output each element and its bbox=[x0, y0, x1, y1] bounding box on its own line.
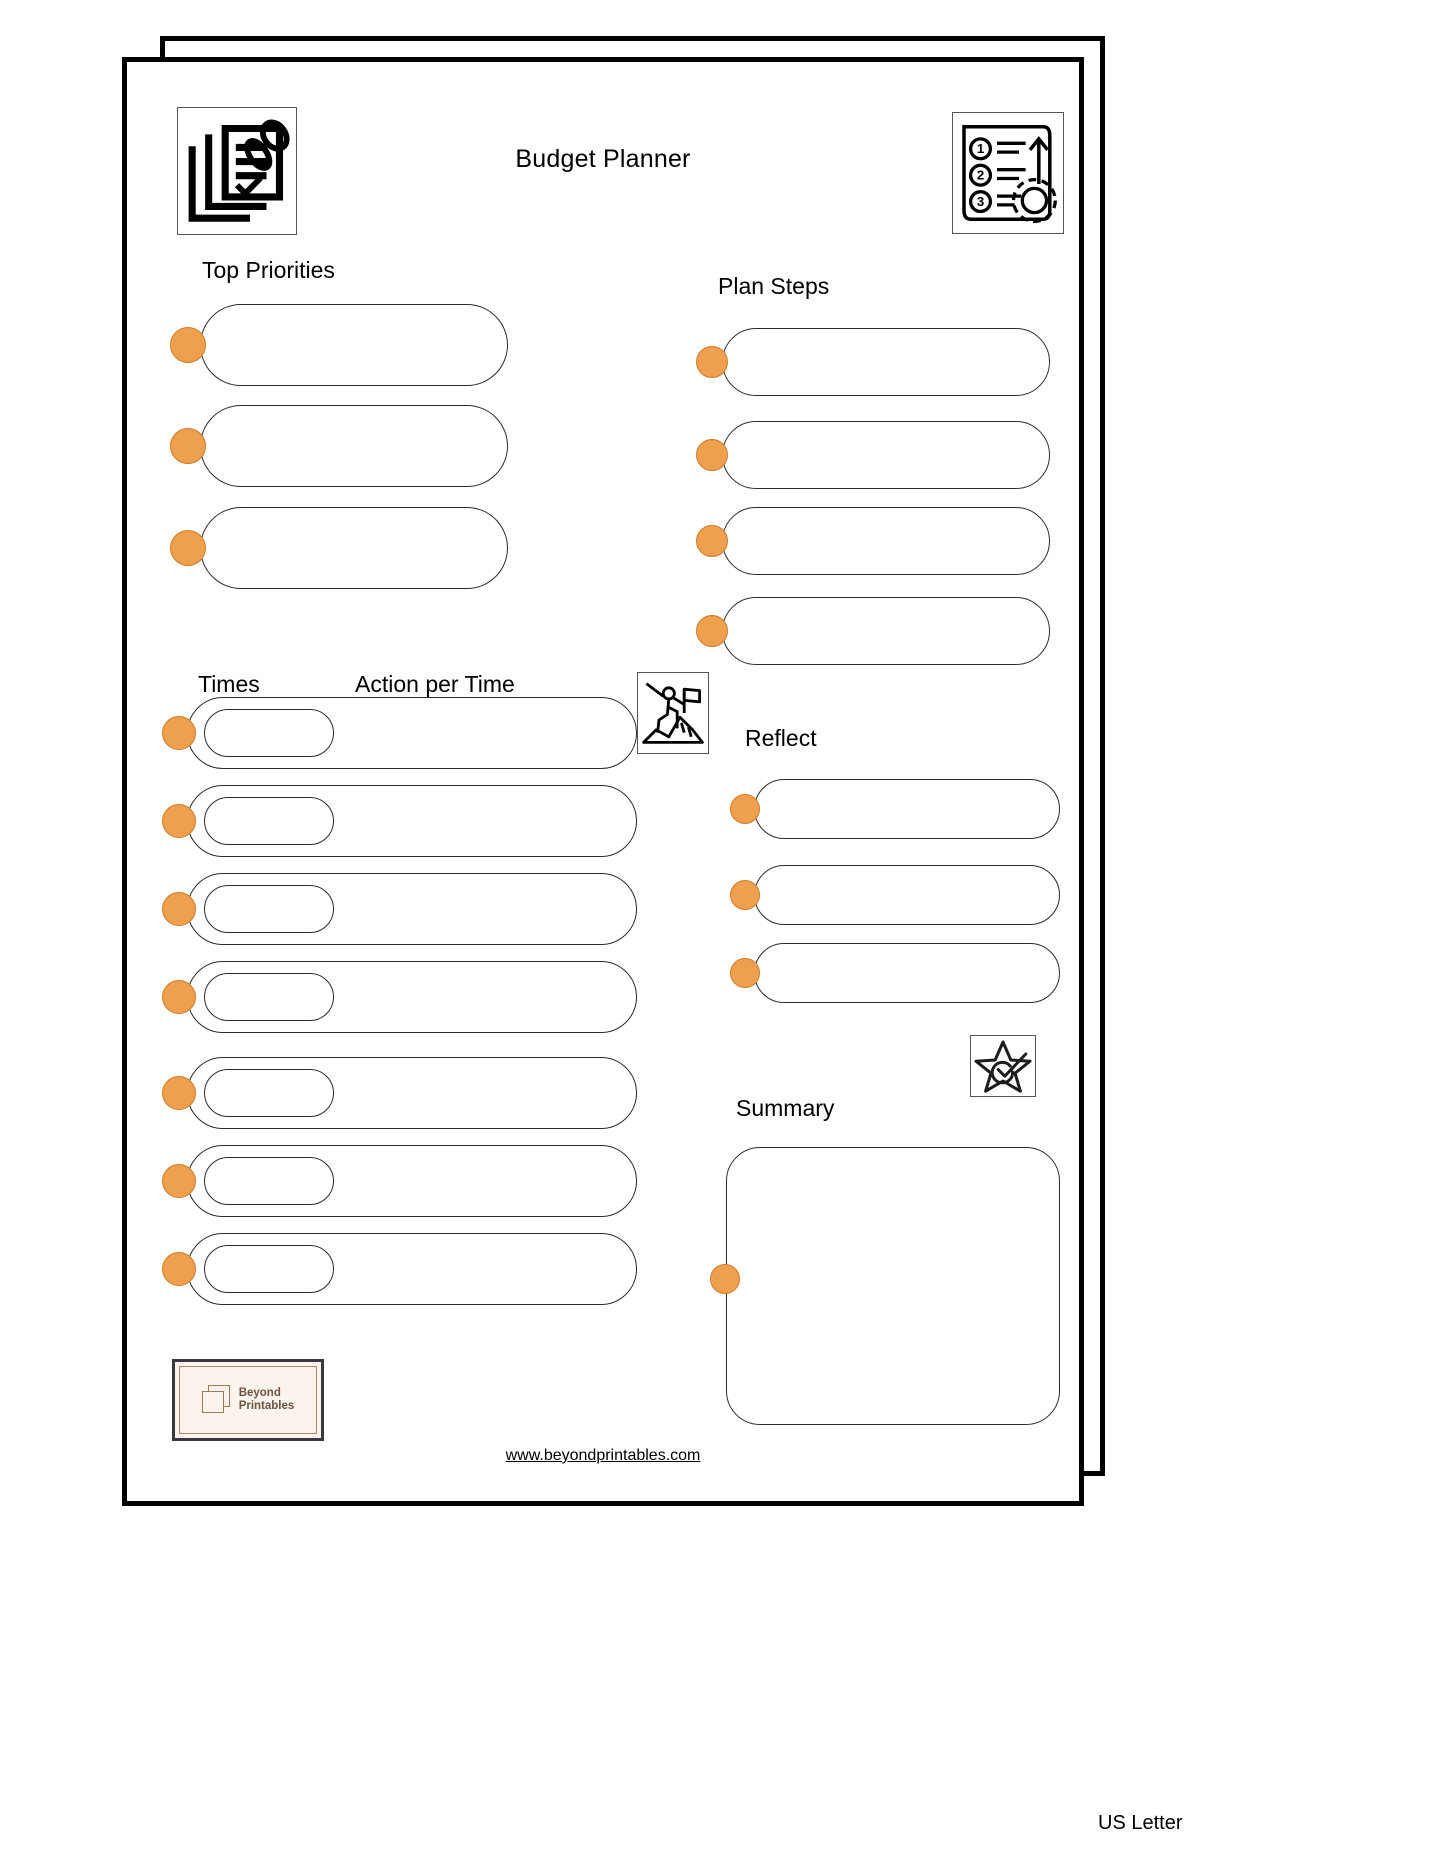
time-field-1[interactable] bbox=[204, 709, 334, 757]
brand-name: Beyond Printables bbox=[239, 1387, 295, 1413]
section-label-reflect: Reflect bbox=[745, 725, 817, 751]
schedule-bullet-5 bbox=[162, 1076, 196, 1110]
section-label-top-priorities: Top Priorities bbox=[202, 257, 335, 283]
time-field-6[interactable] bbox=[204, 1157, 334, 1205]
svg-text:3: 3 bbox=[977, 194, 984, 209]
schedule-bullet-4 bbox=[162, 980, 196, 1014]
plan-step-bullet-4 bbox=[696, 615, 728, 647]
top-priority-bullet-2 bbox=[170, 428, 206, 464]
section-label-plan-steps: Plan Steps bbox=[718, 273, 830, 299]
time-field-5[interactable] bbox=[204, 1069, 334, 1117]
paper-size-label: US Letter bbox=[1098, 1812, 1183, 1834]
column-label-times: Times bbox=[198, 671, 260, 697]
column-label-action-per-time: Action per Time bbox=[355, 671, 515, 697]
top-priority-field-3[interactable] bbox=[200, 507, 508, 589]
top-priority-bullet-3 bbox=[170, 530, 206, 566]
time-field-4[interactable] bbox=[204, 973, 334, 1021]
svg-text:1: 1 bbox=[977, 141, 984, 156]
schedule-bullet-1 bbox=[162, 716, 196, 750]
plan-step-field-3[interactable] bbox=[722, 507, 1050, 575]
top-priority-field-1[interactable] bbox=[200, 304, 508, 386]
numbered-steps-gear-icon: 1 2 3 bbox=[952, 112, 1064, 234]
stacked-squares-icon bbox=[201, 1385, 232, 1415]
schedule-bullet-3 bbox=[162, 892, 196, 926]
plan-step-field-1[interactable] bbox=[722, 328, 1050, 396]
top-priority-bullet-1 bbox=[170, 327, 206, 363]
reflect-field-1[interactable] bbox=[754, 779, 1060, 839]
planner-sheet: Budget Planner 1 2 3 bbox=[122, 57, 1084, 1506]
reflect-bullet-1 bbox=[730, 794, 760, 824]
footer-website-link[interactable]: www.beyondprintables.com bbox=[505, 1447, 701, 1464]
checklist-clipboard-icon bbox=[177, 107, 297, 235]
reflect-field-2[interactable] bbox=[754, 865, 1060, 925]
time-field-7[interactable] bbox=[204, 1245, 334, 1293]
reflect-bullet-3 bbox=[730, 958, 760, 988]
section-label-summary: Summary bbox=[736, 1095, 835, 1121]
reflect-field-3[interactable] bbox=[754, 943, 1060, 1003]
plan-step-bullet-1 bbox=[696, 346, 728, 378]
schedule-bullet-7 bbox=[162, 1252, 196, 1286]
brand-name-line2: Printables bbox=[238, 1400, 295, 1412]
brand-logo-inner: Beyond Printables bbox=[179, 1366, 317, 1434]
svg-text:2: 2 bbox=[977, 168, 984, 183]
plan-step-bullet-2 bbox=[696, 439, 728, 471]
page-title: Budget Planner bbox=[515, 145, 691, 173]
star-check-icon bbox=[970, 1035, 1036, 1097]
schedule-bullet-2 bbox=[162, 804, 196, 838]
top-priority-field-2[interactable] bbox=[200, 405, 508, 487]
plan-step-field-2[interactable] bbox=[722, 421, 1050, 489]
time-field-3[interactable] bbox=[204, 885, 334, 933]
brand-logo: Beyond Printables bbox=[172, 1359, 324, 1441]
summary-bullet bbox=[710, 1264, 740, 1294]
summary-field[interactable] bbox=[726, 1147, 1060, 1425]
reflect-bullet-2 bbox=[730, 880, 760, 910]
time-field-2[interactable] bbox=[204, 797, 334, 845]
brand-name-line1: Beyond bbox=[238, 1387, 281, 1400]
plan-step-bullet-3 bbox=[696, 525, 728, 557]
mountain-climber-flag-icon bbox=[637, 672, 709, 754]
schedule-bullet-6 bbox=[162, 1164, 196, 1198]
plan-step-field-4[interactable] bbox=[722, 597, 1050, 665]
